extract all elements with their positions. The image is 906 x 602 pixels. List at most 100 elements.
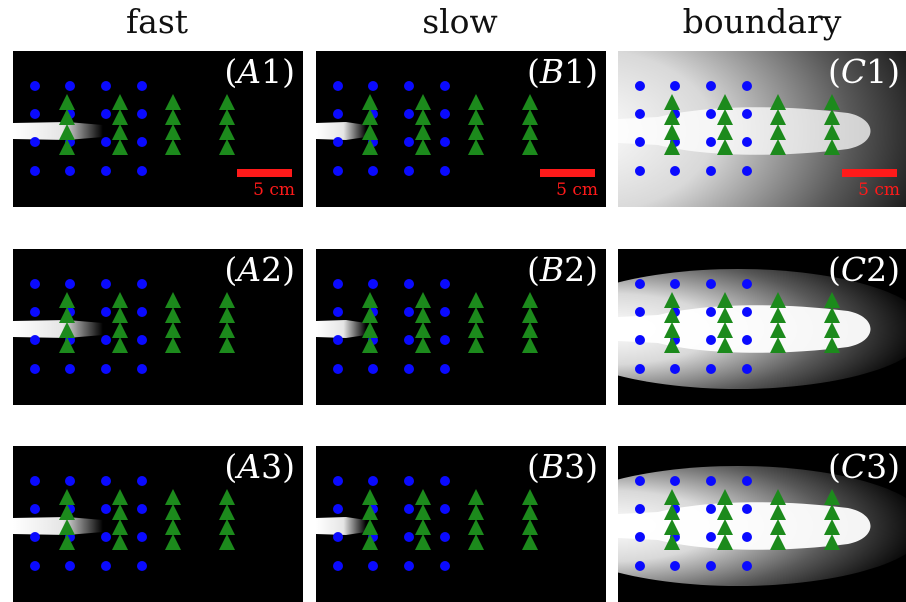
marker-triangle (664, 109, 680, 125)
panel-image (13, 476, 235, 571)
marker-circle (101, 476, 111, 486)
marker-triangle (824, 504, 840, 520)
marker-triangle (824, 109, 840, 125)
marker-circle (65, 561, 75, 571)
marker-triangle (362, 94, 378, 110)
marker-circle (368, 81, 378, 91)
marker-circle (404, 81, 414, 91)
plume-jet (13, 320, 103, 338)
marker-circle (440, 476, 450, 486)
marker-triangle (468, 307, 484, 323)
marker-circle (65, 364, 75, 374)
panel-label: (A1) (224, 52, 295, 91)
marker-triangle (59, 534, 75, 550)
marker-circle (368, 364, 378, 374)
marker-circle (635, 561, 645, 571)
marker-triangle (362, 292, 378, 308)
marker-triangle (717, 337, 733, 353)
marker-triangle (824, 489, 840, 505)
marker-circle (635, 279, 645, 289)
panel-C1: (C1)5 cm (618, 51, 906, 207)
marker-triangle (717, 322, 733, 338)
plume-jet (316, 320, 366, 338)
scale-bar (842, 169, 897, 177)
marker-circle (333, 364, 343, 374)
marker-triangle (165, 337, 181, 353)
marker-triangle (165, 139, 181, 155)
marker-triangle (165, 292, 181, 308)
marker-circle (404, 166, 414, 176)
panel-image (618, 466, 906, 586)
panel-image (316, 476, 538, 571)
panel-label: (A3) (224, 447, 295, 486)
marker-triangle (219, 519, 235, 535)
panel-label: (B2) (526, 250, 598, 289)
marker-triangle (165, 519, 181, 535)
marker-circle (440, 279, 450, 289)
marker-triangle (219, 307, 235, 323)
marker-circle (404, 504, 414, 514)
marker-circle (137, 307, 147, 317)
marker-circle (30, 561, 40, 571)
marker-triangle (717, 109, 733, 125)
marker-circle (742, 504, 752, 514)
marker-triangle (664, 504, 680, 520)
panel-image (13, 81, 292, 177)
plume-jet (13, 517, 103, 535)
marker-triangle (770, 504, 786, 520)
panel-A3: (A3) (13, 446, 303, 602)
marker-triangle (522, 337, 538, 353)
marker-circle (101, 307, 111, 317)
marker-triangle (824, 292, 840, 308)
marker-circle (440, 109, 450, 119)
marker-circle (742, 307, 752, 317)
marker-triangle (468, 322, 484, 338)
marker-triangle (415, 307, 431, 323)
marker-triangle (59, 504, 75, 520)
marker-triangle (59, 124, 75, 140)
scale-bar (540, 169, 595, 177)
marker-triangle (770, 124, 786, 140)
marker-circle (670, 561, 680, 571)
marker-triangle (219, 489, 235, 505)
marker-triangle (522, 139, 538, 155)
marker-circle (440, 81, 450, 91)
marker-triangle (522, 109, 538, 125)
column-title-boundary: boundary (682, 2, 842, 41)
marker-circle (368, 279, 378, 289)
marker-triangle (165, 94, 181, 110)
marker-triangle (165, 109, 181, 125)
marker-triangle (165, 489, 181, 505)
marker-triangle (362, 519, 378, 535)
marker-triangle (717, 489, 733, 505)
marker-triangle (219, 337, 235, 353)
panel-C2: (C2) (618, 249, 906, 405)
marker-triangle (219, 109, 235, 125)
marker-circle (333, 335, 343, 345)
marker-triangle (522, 94, 538, 110)
marker-circle (742, 279, 752, 289)
marker-triangle (219, 124, 235, 140)
marker-circle (101, 81, 111, 91)
marker-circle (65, 279, 75, 289)
marker-circle (404, 279, 414, 289)
marker-circle (30, 137, 40, 147)
marker-triangle (824, 322, 840, 338)
marker-triangle (219, 94, 235, 110)
marker-circle (706, 307, 716, 317)
panel-label: (C3) (828, 447, 900, 486)
marker-triangle (112, 519, 128, 535)
marker-triangle (770, 94, 786, 110)
marker-circle (742, 137, 752, 147)
marker-triangle (522, 292, 538, 308)
marker-circle (137, 504, 147, 514)
marker-circle (635, 335, 645, 345)
marker-triangle (468, 504, 484, 520)
marker-triangle (59, 292, 75, 308)
marker-circle (30, 364, 40, 374)
marker-circle (440, 364, 450, 374)
marker-triangle (362, 337, 378, 353)
marker-triangle (717, 504, 733, 520)
panel-label: (B1) (526, 52, 598, 91)
marker-triangle (664, 337, 680, 353)
